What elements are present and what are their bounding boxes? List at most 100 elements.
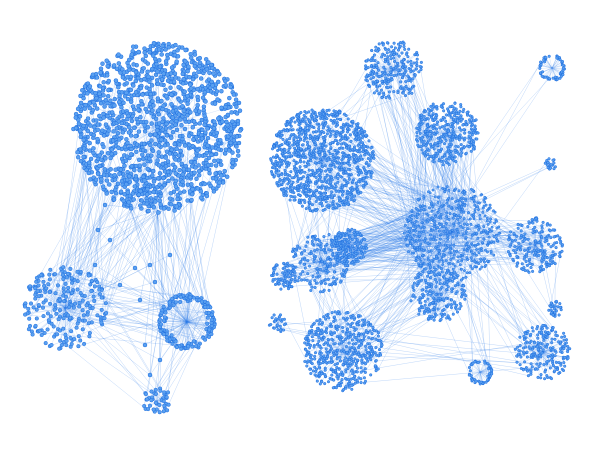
node: [87, 105, 93, 111]
edge: [321, 159, 337, 187]
edge: [355, 233, 477, 236]
edge: [186, 321, 189, 344]
node: [183, 59, 188, 64]
edge: [437, 231, 453, 249]
node: [81, 95, 86, 101]
node: [144, 192, 150, 197]
node: [188, 295, 193, 300]
edge: [449, 231, 453, 280]
node: [347, 177, 351, 181]
node: [174, 59, 179, 64]
edge: [78, 321, 160, 347]
node: [149, 138, 154, 143]
edge: [356, 241, 476, 247]
edge: [98, 85, 159, 129]
node: [81, 137, 86, 143]
node: [180, 104, 185, 109]
node: [166, 206, 171, 212]
node: [126, 113, 131, 119]
node: [34, 316, 39, 321]
node: [158, 193, 163, 199]
edge: [157, 209, 161, 361]
node: [133, 78, 139, 84]
node: [290, 176, 294, 180]
edge: [319, 245, 338, 263]
node: [150, 173, 155, 178]
edge: [534, 244, 560, 254]
node: [126, 130, 132, 135]
edge: [498, 233, 539, 343]
node: [116, 119, 122, 124]
edge: [173, 321, 188, 340]
edge: [77, 128, 87, 282]
edge: [309, 198, 441, 216]
node: [359, 154, 363, 158]
edge: [304, 258, 321, 263]
edge: [57, 285, 210, 314]
node: [218, 173, 224, 178]
node: [91, 150, 96, 156]
node: [53, 291, 58, 296]
node: [121, 198, 126, 204]
edge: [338, 231, 491, 328]
node: [161, 206, 167, 211]
edge: [49, 321, 162, 401]
node: [104, 58, 109, 63]
node: [144, 201, 150, 207]
edge: [186, 321, 196, 343]
edge: [348, 234, 354, 248]
edge: [68, 151, 181, 289]
node: [178, 294, 183, 299]
edge: [432, 128, 452, 208]
node: [335, 120, 339, 125]
node: [205, 162, 211, 168]
edge: [381, 97, 436, 216]
node: [174, 345, 180, 350]
node: [99, 177, 104, 182]
node: [159, 77, 165, 82]
node: [200, 127, 205, 133]
node: [111, 129, 116, 134]
edge: [471, 371, 481, 376]
edge: [290, 266, 439, 274]
node: [130, 104, 136, 109]
edge: [146, 320, 160, 400]
node: [36, 294, 41, 299]
edge: [91, 280, 171, 308]
node: [103, 301, 108, 306]
node: [150, 99, 155, 104]
edge: [551, 59, 561, 69]
node: [141, 66, 146, 71]
node: [95, 136, 100, 142]
node: [175, 196, 180, 202]
node: [178, 299, 183, 305]
edge: [370, 60, 394, 71]
edge: [426, 209, 461, 288]
node: [197, 121, 202, 126]
node: [212, 158, 217, 164]
node: [102, 167, 108, 172]
edge: [186, 300, 191, 323]
edge: [64, 307, 106, 315]
edge: [342, 333, 364, 352]
node: [93, 177, 99, 183]
edge: [534, 244, 561, 253]
node: [275, 153, 279, 157]
edge: [392, 69, 402, 87]
node: [68, 266, 73, 271]
edge: [360, 221, 497, 258]
node: [111, 197, 117, 202]
edge: [321, 110, 459, 234]
edge: [128, 66, 208, 324]
node: [78, 338, 83, 343]
node: [212, 101, 218, 106]
edge: [101, 322, 164, 402]
edge: [366, 68, 394, 71]
node: [206, 334, 212, 339]
edge: [348, 246, 362, 254]
node: [94, 118, 99, 123]
edge: [78, 83, 117, 319]
node: [126, 200, 131, 205]
node: [187, 74, 192, 80]
node: [306, 173, 310, 177]
